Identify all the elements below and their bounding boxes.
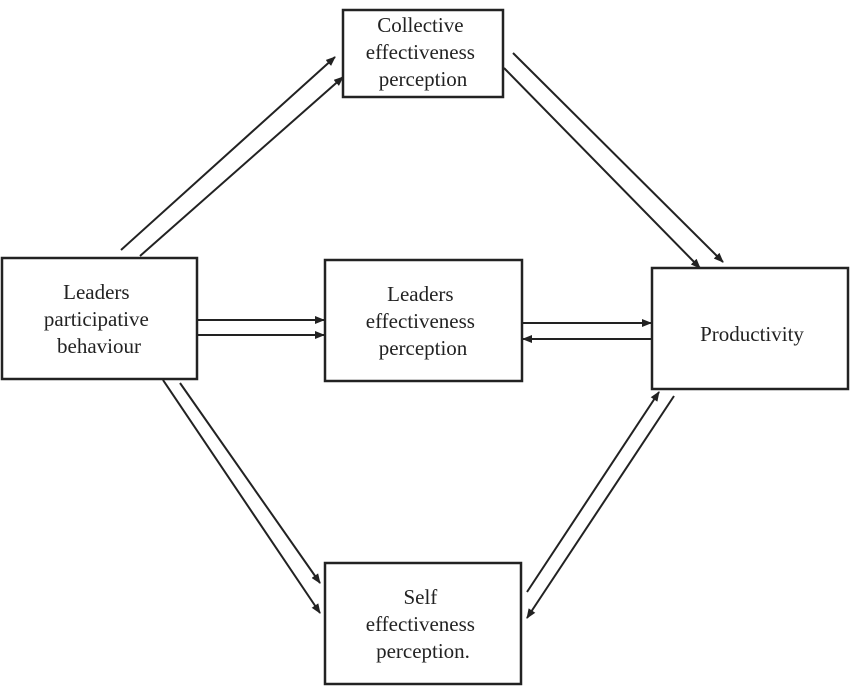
node-label-line: perception. (376, 639, 470, 663)
node-label-line: effectiveness (366, 40, 475, 64)
svg-text:Collective effectiveness: Collective effectiveness perception (366, 13, 480, 91)
node-productivity: Productivity (650, 266, 850, 391)
node-label-line: Collective (377, 13, 463, 37)
svg-text:Self effectiveness: Self effectiveness perception. (366, 585, 480, 663)
node-box (323, 258, 524, 383)
node-label-line: Self (403, 585, 437, 609)
arrow-cep-to-prod (503, 67, 701, 269)
node-label-line: Productivity (700, 322, 804, 346)
node-collective-effectiveness-perception: Collective effectiveness perception (341, 8, 505, 99)
node-label-line: effectiveness (366, 612, 475, 636)
node-leaders-effectiveness-perception: Leaders effectiveness perception (323, 258, 524, 383)
node-label-line: perception (379, 336, 468, 360)
svg-text:Productivity: Productivity (700, 322, 804, 346)
arrow-lpb-to-cep (120, 56, 336, 251)
arrow-lpb-to-sep (179, 382, 321, 584)
arrow-lpb-to-cep (139, 76, 344, 257)
node-label-line: participative (44, 307, 149, 331)
node-label-line: Leaders (387, 282, 453, 306)
node-label-line: effectiveness (366, 309, 475, 333)
svg-text:Leaders participative: Leaders participative behaviour (44, 280, 154, 358)
arrow-cep-to-prod (512, 52, 724, 263)
node-label-line: perception (379, 67, 468, 91)
arrow-lpb-to-sep (162, 379, 321, 614)
node-self-effectiveness-perception: Self effectiveness perception. (323, 561, 523, 686)
node-box (341, 8, 505, 99)
svg-text:Leaders effectiveness: Leaders effectiveness perception (366, 282, 480, 360)
node-label-line: Leaders (63, 280, 129, 304)
arrow-prod-to-sep (526, 395, 675, 619)
node-box (323, 561, 523, 686)
node-box (0, 256, 199, 381)
arrow-sep-to-prod (526, 391, 660, 593)
edges-layer (120, 52, 724, 619)
node-box (650, 266, 850, 391)
node-label-line: behaviour (57, 334, 141, 358)
node-leaders-participative-behaviour: Leaders participative behaviour (0, 256, 199, 381)
